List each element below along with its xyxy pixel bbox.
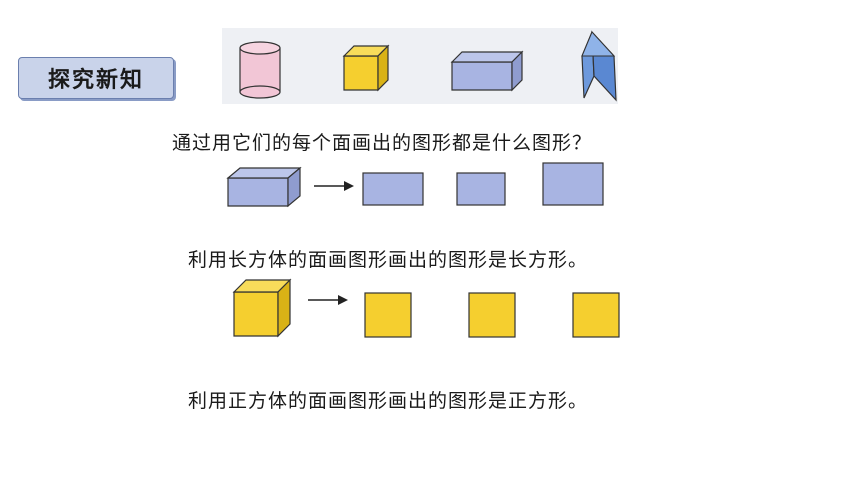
section-title-badge: 探究新知 (18, 57, 174, 99)
rectangle-face-small (456, 172, 506, 206)
cuboid-icon (226, 166, 302, 208)
question-text: 通过用它们的每个面画出的图形都是什么图形？ (172, 132, 593, 154)
solids-strip (222, 28, 618, 104)
rectangle-face-large (362, 172, 424, 206)
cube-conclusion-text: 利用正方体的面画图形画出的图形是正方形。 (188, 390, 589, 412)
square-face-1 (364, 292, 412, 338)
arrow-right-icon (308, 295, 348, 305)
square-face-2 (468, 292, 516, 338)
square-face-3 (572, 292, 620, 338)
cube-solid-icon (342, 44, 390, 92)
arrow-right-icon (314, 181, 354, 191)
cylinder-icon (239, 41, 281, 99)
cuboid-conclusion-text: 利用长方体的面画图形画出的图形是长方形。 (188, 249, 589, 271)
rectangle-face-tall (542, 162, 604, 206)
section-title: 探究新知 (47, 68, 144, 93)
cuboid-solid-icon (450, 50, 524, 92)
cube-icon (232, 278, 292, 338)
triangular-prism-icon (581, 30, 617, 102)
